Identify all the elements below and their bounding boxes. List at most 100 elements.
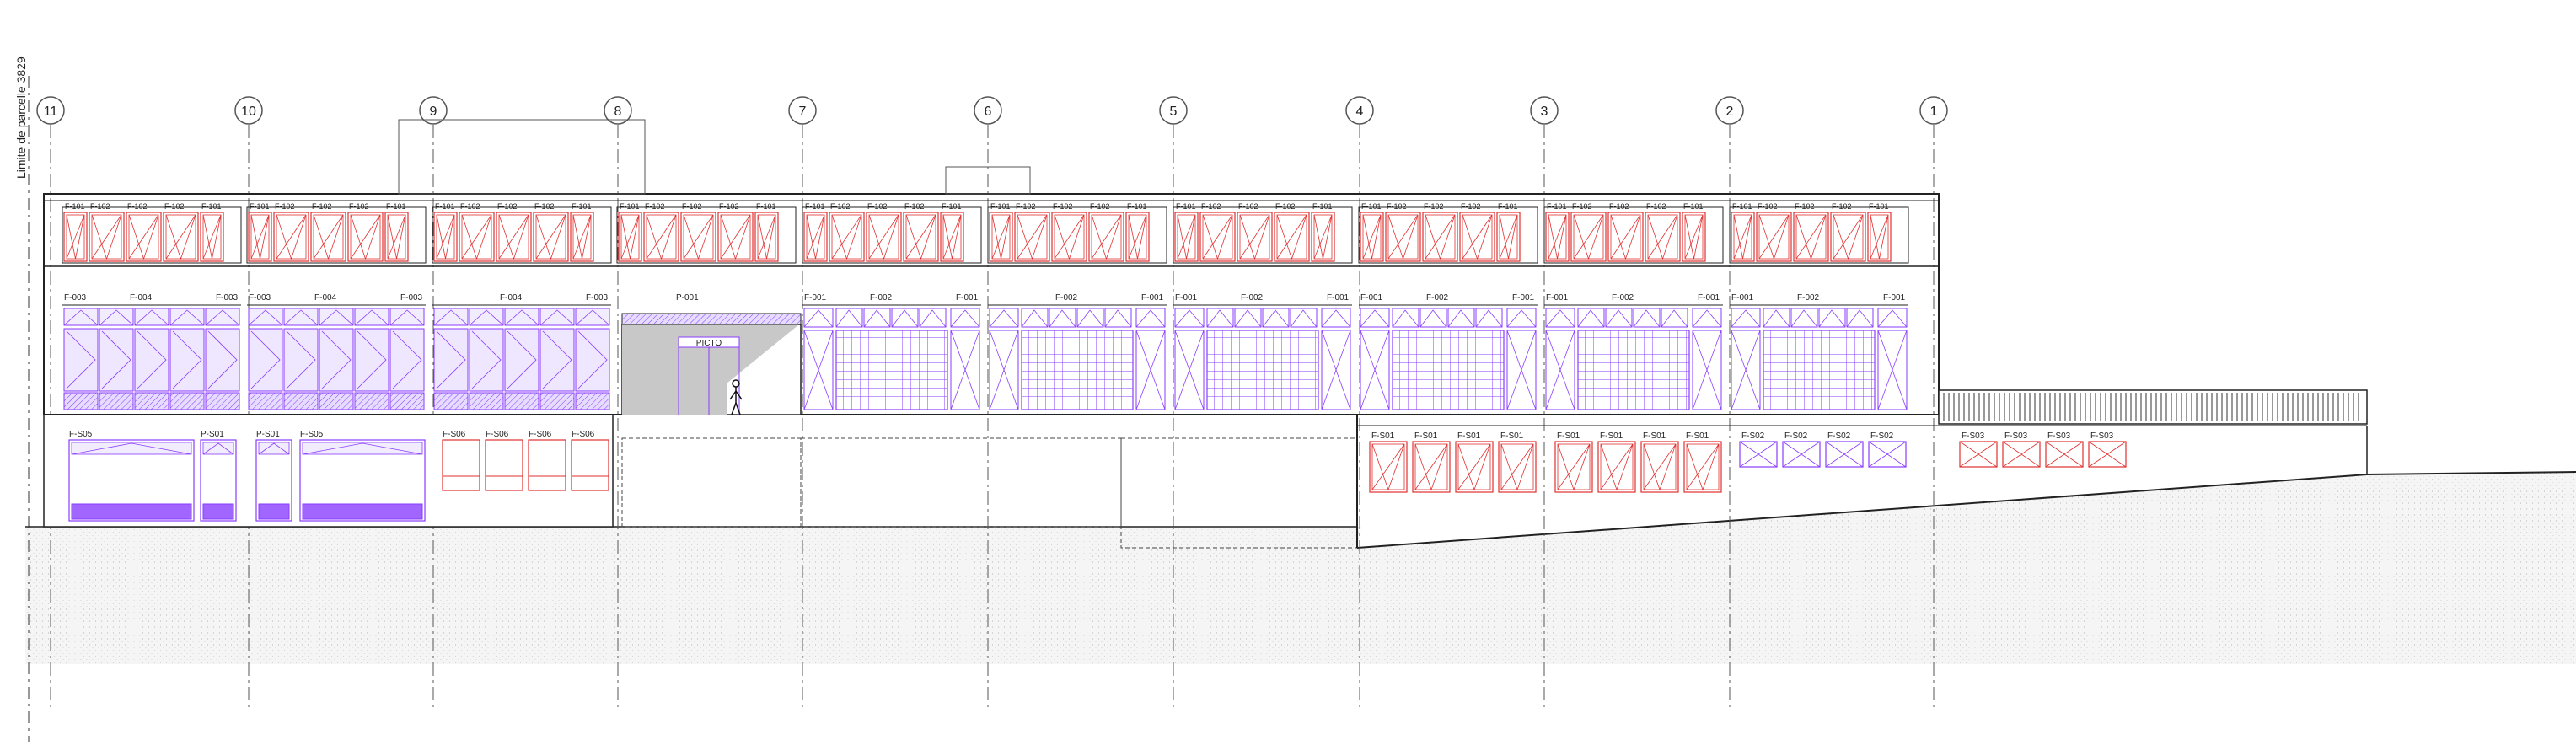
window-ground-side: [950, 308, 980, 410]
curtain-wall-grid: [1577, 308, 1690, 410]
window-upper: [570, 212, 594, 262]
window-tag: F-101: [1361, 202, 1382, 211]
basement-window-red: F-S06: [442, 430, 480, 491]
window-tag: F-S01: [1371, 431, 1395, 441]
window-tag: F-004: [500, 293, 523, 303]
grid-axis-label: 11: [44, 105, 58, 119]
window-ground-side: [1321, 308, 1351, 410]
basement-dashed-room-a: [621, 437, 802, 528]
window-tag: F-102: [312, 202, 332, 211]
grid-axis-label: 10: [241, 105, 256, 119]
window-tag: F-001: [1175, 293, 1198, 303]
basement-window-purple: P-S01: [255, 430, 292, 522]
window-tag: F-003: [216, 293, 239, 303]
window-upper: [63, 212, 88, 262]
window-upper: [496, 212, 532, 262]
grid-axis-bubble: [419, 96, 448, 125]
window-tag: F-002: [870, 293, 893, 303]
entrance-sign-text: PICTO: [696, 339, 722, 348]
window-upper: [1237, 212, 1273, 262]
window-tag: P-S01: [256, 430, 280, 439]
roof-attic-right: [945, 166, 1031, 195]
window-tag: F-102: [645, 202, 665, 211]
window-tag: F-S05: [300, 430, 324, 439]
window-tag: F-102: [275, 202, 295, 211]
window-tag: F-102: [1758, 202, 1778, 211]
window-tag: F-102: [164, 202, 185, 211]
basement-window-east_b: F-S01: [1683, 431, 1722, 493]
window-upper: [1385, 212, 1421, 262]
window-tag: F-101: [65, 202, 85, 211]
window-ground-purple: [248, 308, 283, 410]
window-tag: F-102: [682, 202, 702, 211]
basement-window-east_c: F-S02: [1782, 431, 1821, 468]
basement-window-east_c: F-S02: [1739, 431, 1778, 468]
grid-axis-bubble: [604, 96, 632, 125]
window-ground-purple: [205, 308, 240, 410]
window-upper: [803, 212, 828, 262]
window-upper: [1274, 212, 1310, 262]
window-tag: F-001: [1360, 293, 1383, 303]
window-upper: [1830, 212, 1866, 262]
window-tag: F-S02: [1784, 431, 1808, 441]
basement-window-east_a: F-S01: [1455, 431, 1494, 493]
window-upper: [310, 212, 346, 262]
window-tag: F-101: [572, 202, 592, 211]
grid-axis-bubble: [1919, 96, 1948, 125]
window-tag: F-001: [1698, 293, 1720, 303]
window-tag: P-001: [676, 293, 699, 303]
grid-axis-label: 9: [430, 105, 437, 119]
ground-bay: F-004 F-003: [432, 293, 611, 410]
window-tag: F-S02: [1741, 431, 1765, 441]
window-tag: F-102: [349, 202, 369, 211]
window-upper: [384, 212, 409, 262]
window-upper: [1051, 212, 1087, 262]
window-tag: F-S06: [529, 430, 552, 439]
window-ground-purple: [134, 308, 169, 410]
window-ground-purple: [319, 308, 354, 410]
window-tag: F-102: [1832, 202, 1852, 211]
window-tag: F-101: [620, 202, 640, 211]
window-tag: F-S06: [486, 430, 509, 439]
window-ground-side: [803, 308, 834, 410]
window-ground-side: [1545, 308, 1575, 410]
window-tag: F-004: [130, 293, 153, 303]
window-tag: F-102: [904, 202, 925, 211]
window-tag: F-003: [64, 293, 87, 303]
window-tag: F-102: [1572, 202, 1592, 211]
window-ground-purple: [469, 308, 504, 410]
window-tag: F-S01: [1457, 431, 1481, 441]
window-tag: F-S01: [1643, 431, 1666, 441]
window-upper: [1496, 212, 1521, 262]
window-tag: F-001: [804, 293, 827, 303]
grid-axis-bubble: [974, 96, 1002, 125]
window-upper: [903, 212, 939, 262]
window-tag: F-S01: [1500, 431, 1524, 441]
window-tag: F-001: [1883, 293, 1906, 303]
window-tag: F-S06: [443, 430, 466, 439]
window-tag: F-101: [1498, 202, 1518, 211]
window-tag: F-101: [1127, 202, 1147, 211]
grid-axis-label: 1: [1930, 105, 1938, 119]
window-upper: [89, 212, 125, 262]
window-tag: F-102: [1609, 202, 1629, 211]
window-tag: F-102: [460, 202, 480, 211]
window-tag: F-001: [1731, 293, 1754, 303]
window-tag: F-S06: [572, 430, 595, 439]
window-ground-purple: [539, 308, 575, 410]
window-tag: F-102: [1016, 202, 1036, 211]
grid-axis-bubble: [1159, 96, 1188, 125]
window-upper: [1607, 212, 1644, 262]
window-tag: F-003: [586, 293, 609, 303]
basement-window-east_d: F-S03: [2088, 431, 2127, 468]
